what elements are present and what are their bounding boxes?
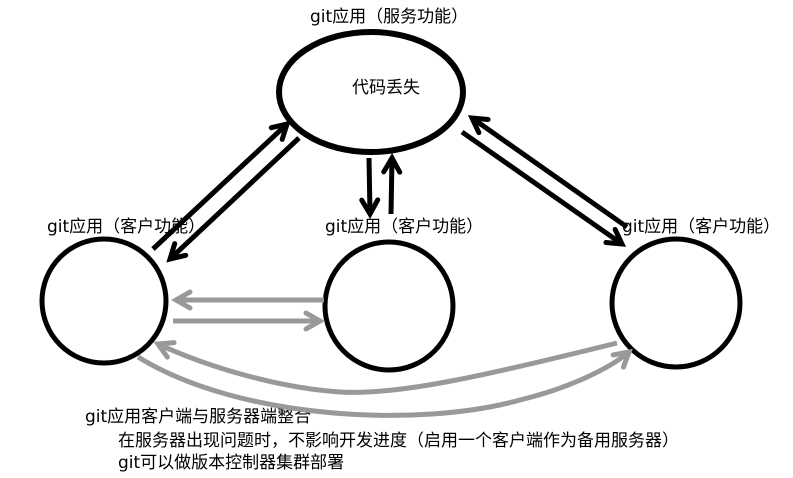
note-line1: git应用客户端与服务器端整合 xyxy=(85,407,311,427)
server-node-label: 代码丢失 xyxy=(352,78,420,98)
note-line2: 在服务器出现问题时，不影响开发进度（启用一个客户端作为备用服务器） xyxy=(118,431,679,451)
client-node-right xyxy=(609,236,743,370)
arrow-server-to-left-client xyxy=(166,136,301,263)
client-right-label: git应用（客户功能） xyxy=(622,217,780,237)
arrow-server-to-middle-client xyxy=(359,157,381,220)
arrow-right-client-to-server xyxy=(467,115,629,230)
client-middle-label: git应用（客户功能） xyxy=(325,217,483,237)
server-node-ellipse xyxy=(276,29,466,155)
arrow-middle-client-to-server xyxy=(381,152,403,215)
arrow-left-client-to-server xyxy=(151,120,291,251)
note-line3: git可以做版本控制器集群部署 xyxy=(118,453,344,473)
client-node-middle xyxy=(322,239,456,373)
client-left-label: git应用（客户功能） xyxy=(47,217,205,237)
arrow-left-to-right-client-curve xyxy=(136,348,633,418)
arrow-right-to-left-client-curve xyxy=(153,340,618,395)
arrow-server-to-right-client xyxy=(460,129,627,247)
client-node-left xyxy=(39,236,169,366)
server-node-title: git应用（服务功能） xyxy=(310,7,468,27)
